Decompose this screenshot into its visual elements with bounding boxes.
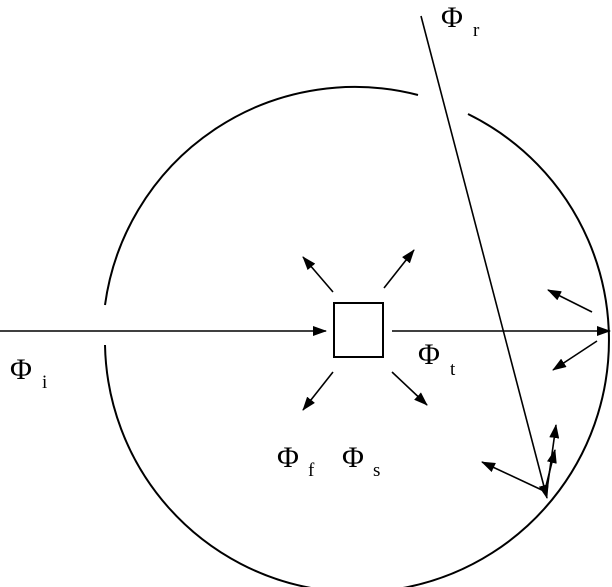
sample-square — [333, 302, 384, 358]
wall-reflection-arrow-2 — [552, 340, 598, 371]
svg-text:i: i — [42, 372, 47, 393]
emission-arrow-lower-right — [391, 371, 428, 406]
svg-text:f: f — [308, 460, 315, 481]
emission-arrow-upper-left — [302, 256, 334, 293]
reflected-beam-arrow — [420, 15, 549, 499]
svg-text:Φ: Φ — [418, 338, 440, 371]
sphere-outline-upper-arc — [104, 85, 419, 306]
svg-text:Φ: Φ — [10, 353, 32, 386]
svg-text:r: r — [473, 20, 480, 41]
label-phi-i: Φ i — [10, 353, 47, 393]
emission-arrow-lower-left — [302, 371, 334, 411]
sphere-outline — [104, 113, 610, 587]
label-phi-f: Φ f — [277, 441, 315, 481]
label-phi-t: Φ t — [418, 338, 456, 380]
wall-reflection-arrow-5 — [544, 449, 557, 491]
wall-reflection-arrow-4 — [546, 424, 560, 491]
wall-reflection-arrow-3 — [481, 461, 545, 492]
svg-text:Φ: Φ — [277, 441, 299, 474]
label-phi-s: Φ s — [342, 441, 380, 481]
svg-text:Φ: Φ — [342, 441, 364, 474]
svg-text:t: t — [450, 359, 456, 380]
label-phi-r: Φ r — [441, 1, 480, 41]
svg-text:s: s — [373, 460, 380, 481]
emission-arrow-upper-right — [383, 249, 415, 289]
wall-reflection-arrow-1 — [547, 289, 593, 313]
svg-text:Φ: Φ — [441, 1, 463, 34]
